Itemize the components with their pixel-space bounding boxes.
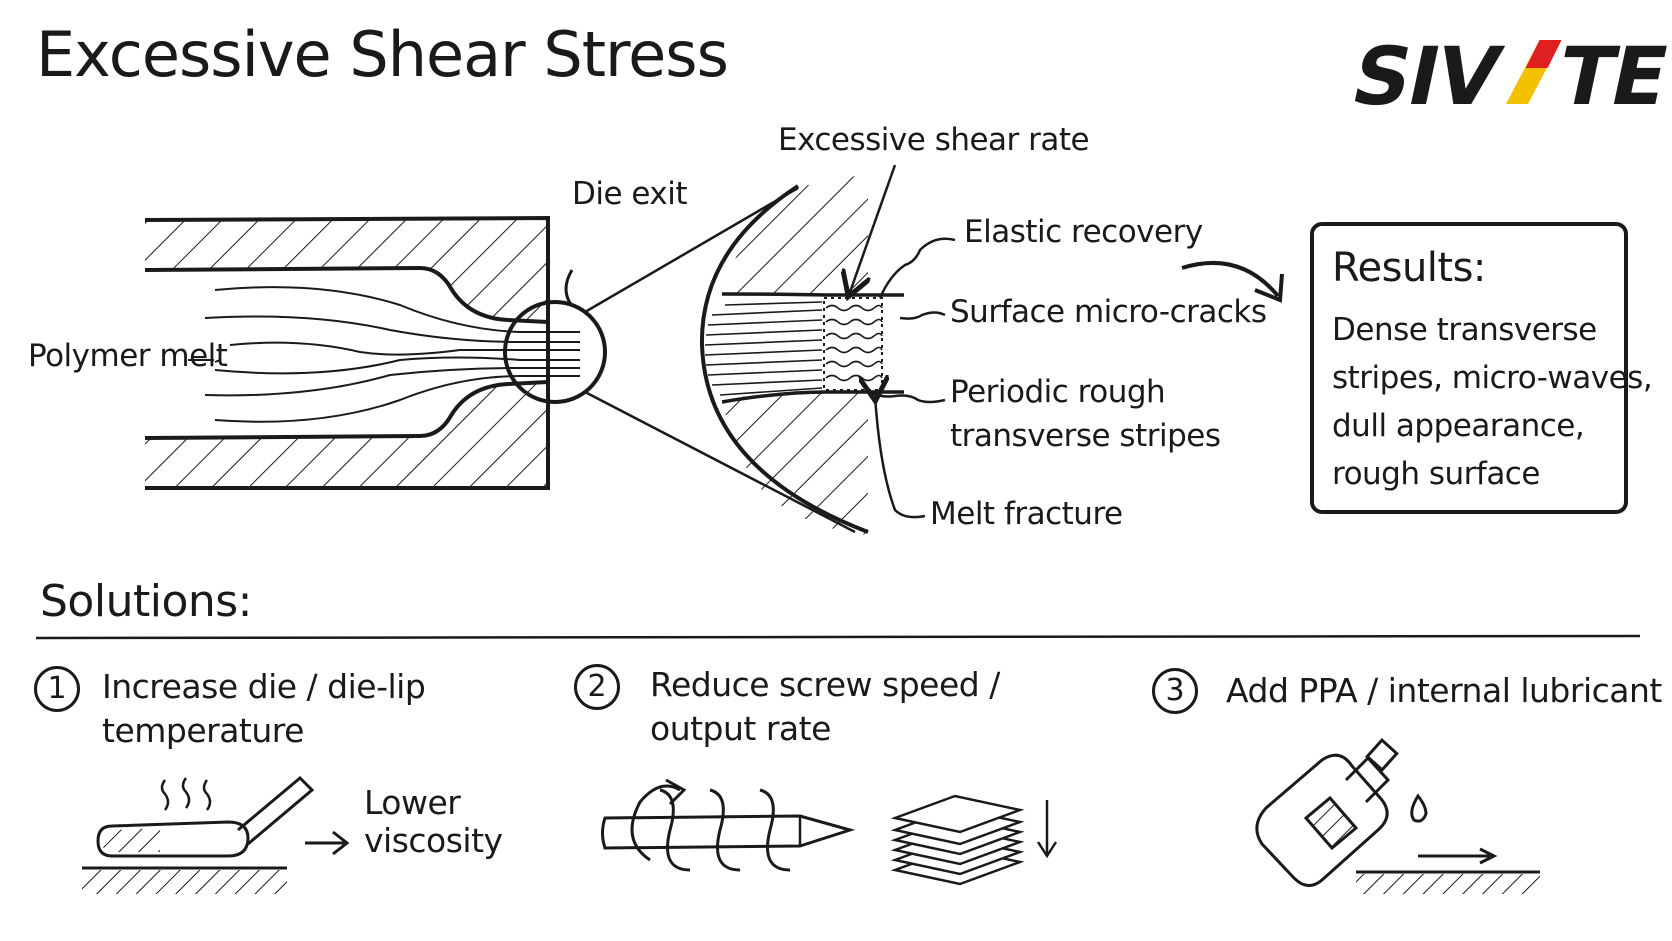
solution-2-line-2: output rate	[650, 709, 831, 748]
results-heading: Results:	[1332, 245, 1486, 291]
die-exit-circle	[503, 300, 607, 404]
label-periodic-rough: Periodic rough	[950, 374, 1166, 410]
solutions-divider	[35, 634, 1641, 640]
solution-3-line-1: Add PPA / internal lubricant	[1226, 671, 1662, 710]
lubricant-bottle-icon	[1255, 738, 1540, 894]
results-line-2: stripes, micro-waves,	[1332, 360, 1653, 396]
die-exit-pointer	[564, 269, 574, 307]
step-number-2: 2	[574, 664, 620, 710]
label-polymer-melt: Polymer melt	[28, 338, 228, 374]
results-line-4: rough surface	[1332, 456, 1540, 492]
melt-flow-lines	[204, 286, 580, 423]
page-title: Excessive Shear Stress	[36, 18, 729, 91]
solution-1-line-2: temperature	[102, 711, 304, 750]
screw-icon	[601, 778, 856, 872]
reduced-output-stack-icon	[890, 794, 1058, 886]
results-box	[1310, 222, 1628, 514]
label-surface-micro-cracks: Surface micro-cracks	[950, 294, 1267, 330]
solution-1-note-line-2: viscosity	[364, 821, 503, 860]
step-number-1: 1	[34, 666, 80, 712]
solution-1-note-line-1: Lower	[364, 783, 461, 822]
label-excessive-shear-rate: Excessive shear rate	[778, 122, 1090, 158]
callout-pointers	[850, 164, 956, 519]
heated-die-lip-icon	[82, 775, 350, 894]
label-melt-fracture: Melt fracture	[930, 496, 1123, 532]
step-number-3: 3	[1152, 668, 1198, 714]
zoom-line-top	[584, 186, 799, 314]
solution-2-line-1: Reduce screw speed /	[650, 665, 1000, 704]
label-transverse-stripes: transverse stripes	[950, 418, 1221, 454]
magnified-view	[699, 175, 904, 535]
label-die-exit: Die exit	[572, 176, 688, 212]
label-elastic-recovery: Elastic recovery	[964, 214, 1203, 250]
results-line-1: Dense transverse	[1332, 312, 1597, 348]
solution-1-line-1: Increase die / die-lip	[102, 667, 426, 706]
results-line-3: dull appearance,	[1332, 408, 1585, 444]
solutions-heading: Solutions:	[40, 576, 253, 627]
die-body	[144, 215, 550, 490]
results-arrow	[1181, 260, 1280, 298]
